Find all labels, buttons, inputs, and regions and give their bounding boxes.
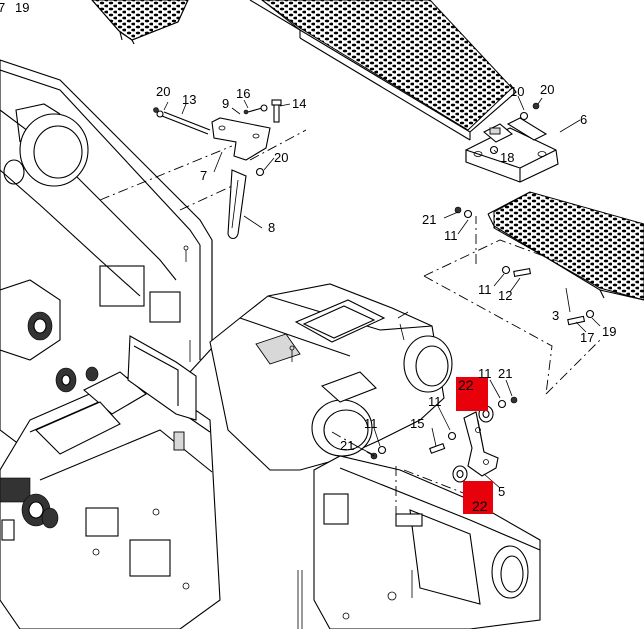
step-plate-right [487,191,644,301]
drive-mechanism [0,279,197,455]
bracket-7-assembly [153,99,282,177]
callout-10: 10 [510,84,524,99]
callout-20: 20 [156,84,170,99]
callout-7-bracket: 7 [200,168,207,183]
callout-11-mid: 11 [478,282,492,297]
callout-15: 15 [410,416,424,431]
callout-7: 7 [0,0,5,15]
sprocket-assembly [0,477,59,541]
callout-18: 18 [500,150,514,165]
step-plate-top-center [249,0,517,141]
callout-21-frame: 21 [340,438,354,453]
callout-19: 19 [15,0,29,15]
callout-14: 14 [292,96,306,111]
callout-20-lower: 20 [274,150,288,165]
callout-11: 11 [444,228,458,243]
frame-lower-right [313,455,541,629]
phantom-lines [99,129,601,520]
callout-11-pin: 11 [428,394,442,409]
callout-6: 6 [580,112,587,127]
callout-21: 21 [422,212,436,227]
callout-17: 17 [580,330,594,345]
callout-12: 12 [498,288,512,303]
callout-13: 13 [182,92,196,107]
callout-labels: 7 19 20 13 16 9 14 7 20 8 10 20 6 18 21 … [0,0,616,514]
callout-8: 8 [268,220,275,235]
callout-5: 5 [498,484,505,499]
callout-22-upper: 22 [458,377,474,393]
bracket-6 [465,117,559,183]
highlight-box-22-upper [456,377,488,411]
callout-20-right: 20 [540,82,554,97]
callout-9: 9 [222,96,229,111]
duct-round [3,103,89,187]
lever-assembly [370,396,518,483]
strap-8 [227,169,247,240]
callout-22-lower: 22 [472,498,488,514]
callout-11-lever: 11 [478,366,492,381]
callout-19-right: 19 [602,324,616,339]
callout-21-lever: 21 [498,366,512,381]
highlight-box-22-lower [463,481,493,514]
callout-16: 16 [236,86,250,101]
frame-right [209,283,453,471]
step-plate-upper-left [91,0,189,45]
callout-3: 3 [552,308,559,323]
callout-11-frame: 11 [364,416,378,431]
